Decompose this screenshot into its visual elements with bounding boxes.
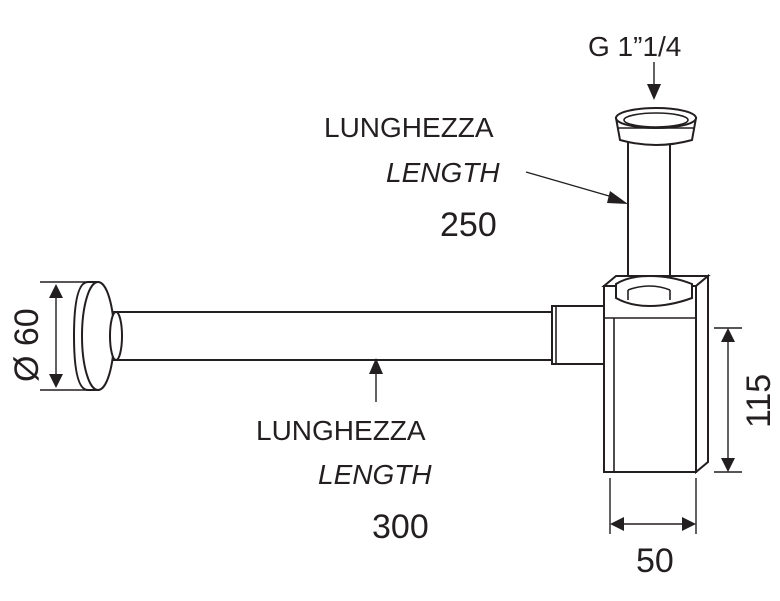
wall-rosette [72,281,115,391]
trap-height-dimension: 115 [714,327,778,473]
trap-height-label: 115 [740,374,778,428]
rosette-diameter-label: Ø 60 [8,308,46,382]
trap-width-dimension: 50 [609,478,697,580]
thread-dimension: G 1”1/4 [588,31,681,100]
horizontal-length-label-it: LUNGHEZZA [256,415,426,446]
vertical-length-value: 250 [440,206,497,244]
vertical-pipe [614,107,698,297]
horizontal-length-dimension: LUNGHEZZA LENGTH 300 [256,358,432,546]
vertical-length-dimension: LUNGHEZZA LENGTH 250 [324,112,628,244]
thread-label: G 1”1/4 [588,31,681,62]
trap-width-label: 50 [636,542,674,580]
vertical-length-label-it: LUNGHEZZA [324,112,494,143]
vertical-length-label-en: LENGTH [386,157,500,188]
rosette-diameter-dimension: Ø 60 [8,281,92,391]
horizontal-length-label-en: LENGTH [318,459,432,490]
trap-body [601,273,711,475]
horizontal-pipe [109,305,607,365]
horizontal-length-value: 300 [372,508,429,546]
